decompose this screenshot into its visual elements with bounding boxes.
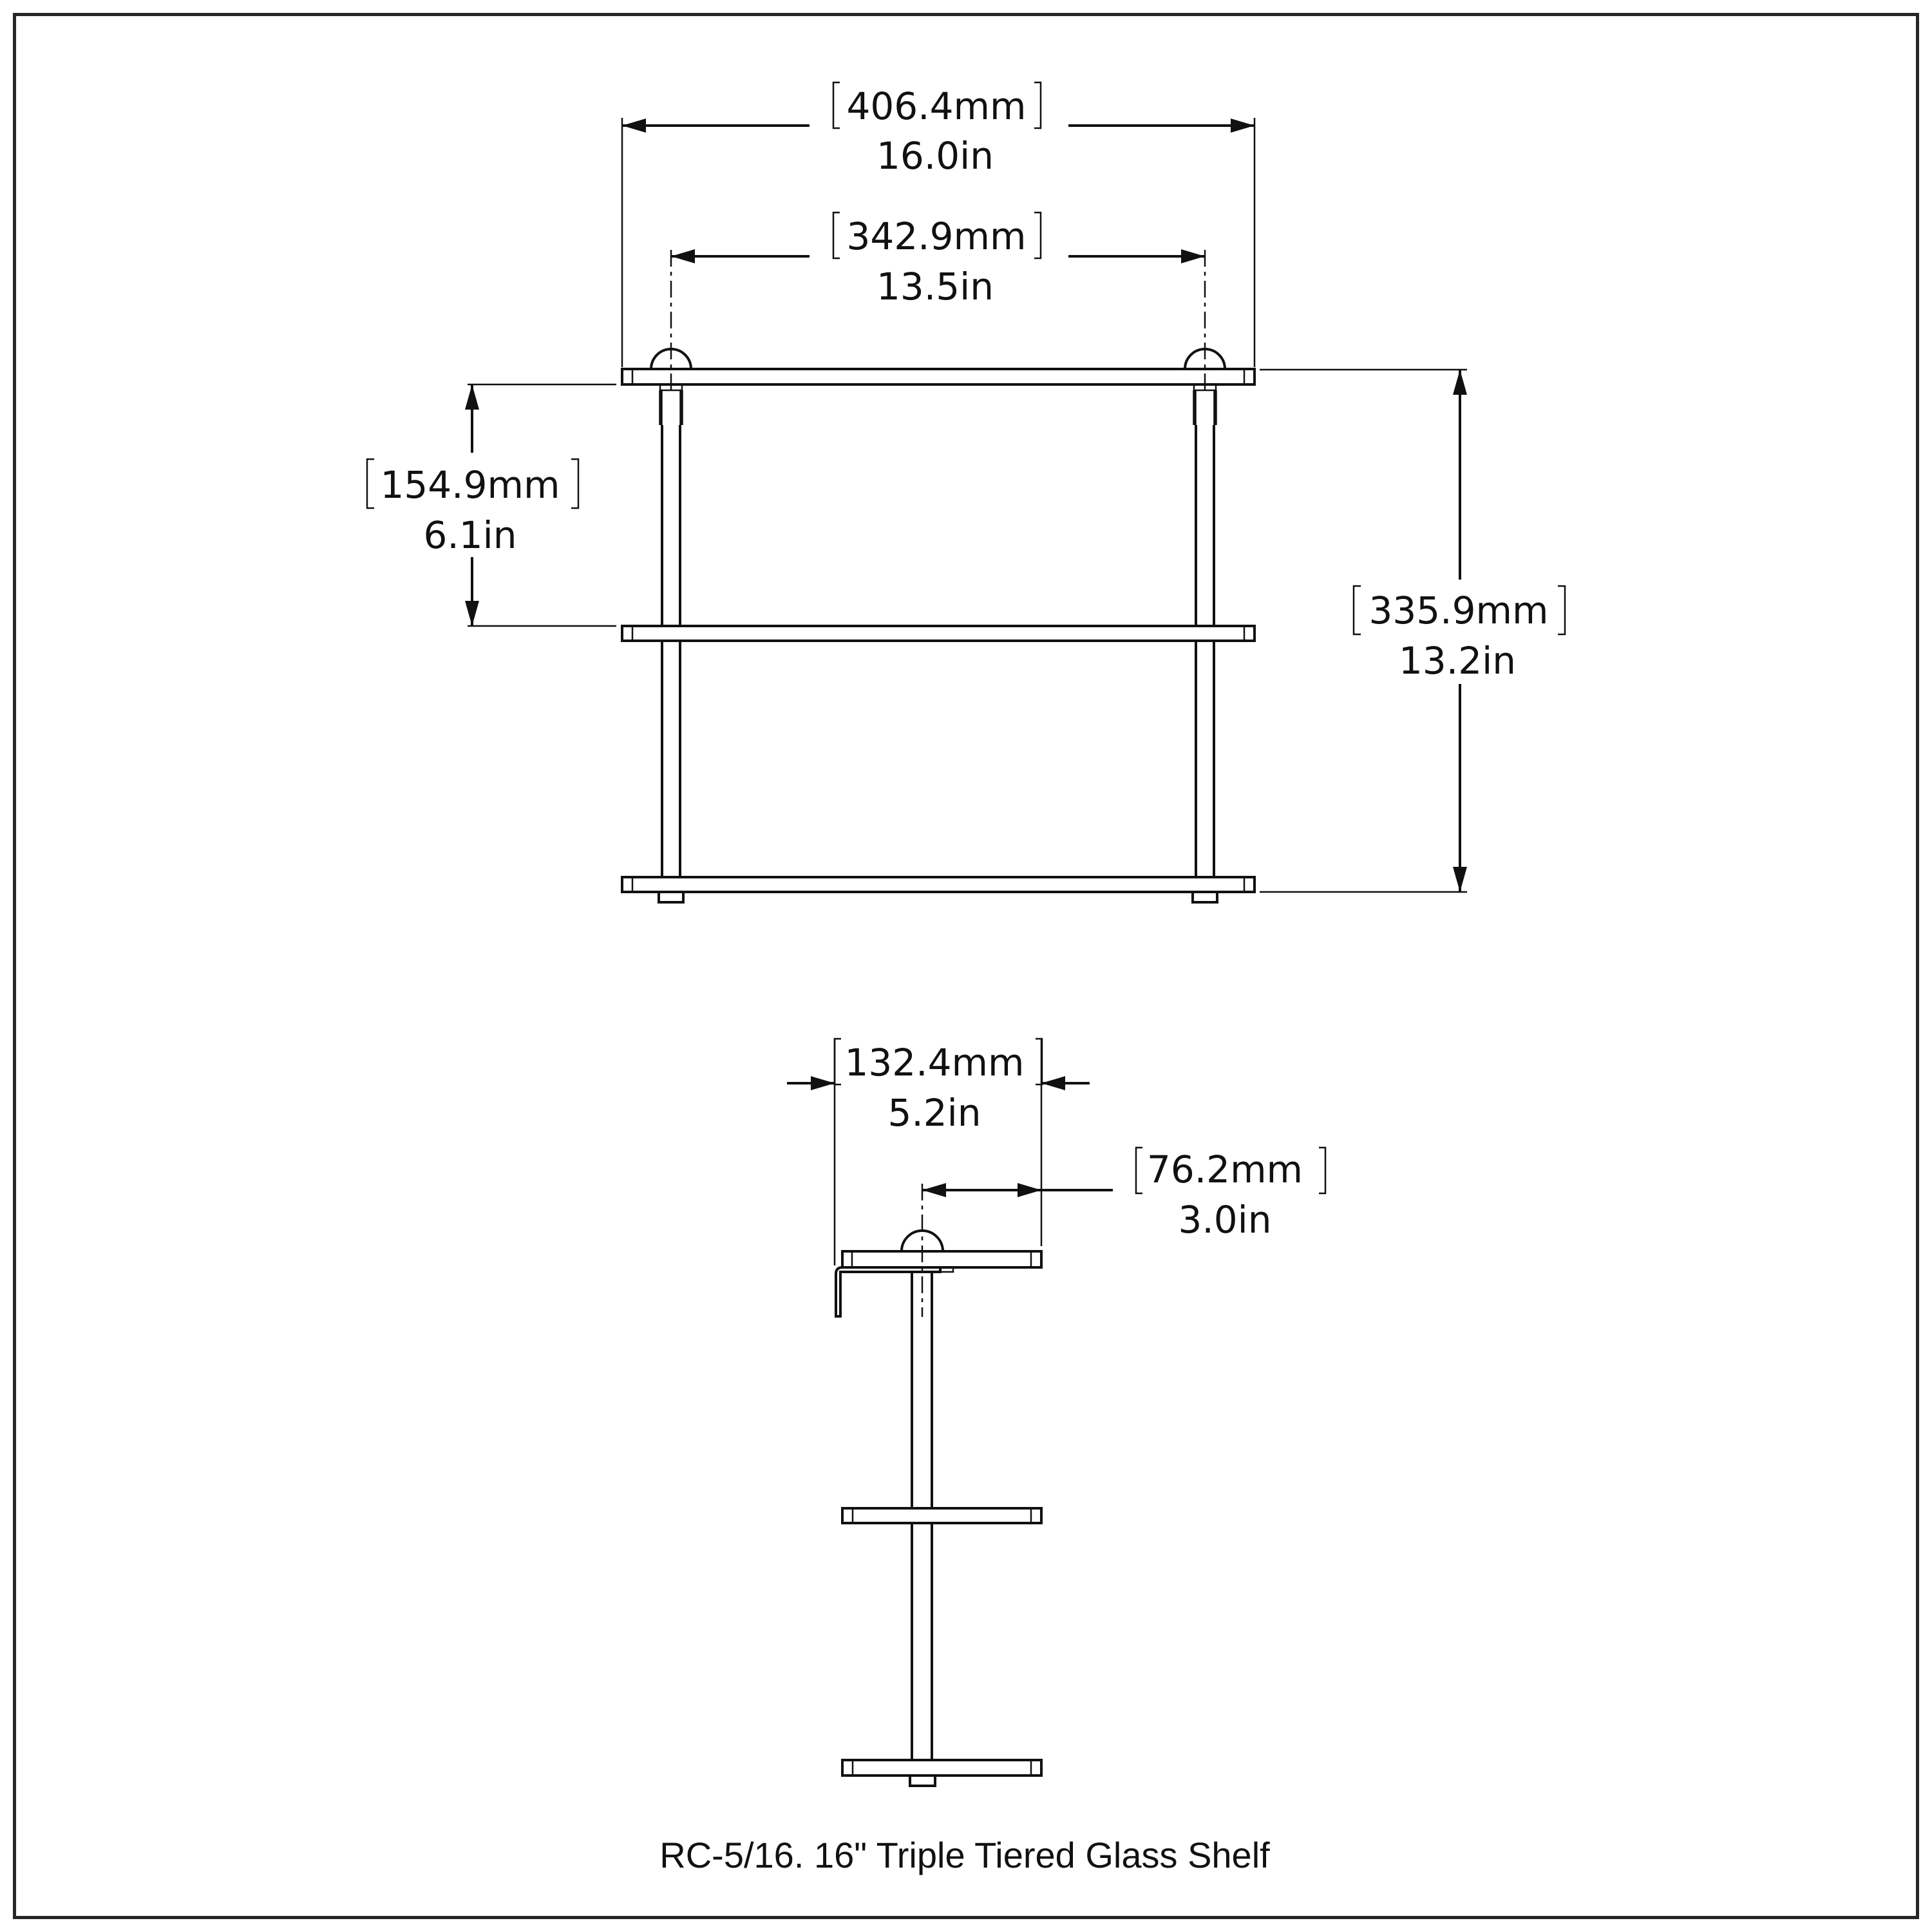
drawing-border <box>13 13 1919 1919</box>
side-shelf-bottom <box>841 1759 1043 1777</box>
overall-height-mm: 335.9mm <box>1368 589 1548 632</box>
drawing-caption: RC-5/16. 16" Triple Tiered Glass Shelf <box>659 1835 1270 1875</box>
side-wall-bracket <box>835 1266 954 1318</box>
overall-height-in: 13.2in <box>1399 639 1516 683</box>
front-rod-right <box>1191 383 1218 904</box>
arrowhead-up-icon <box>465 384 479 410</box>
front-shelf-top <box>621 368 1256 386</box>
arrowhead-left-icon <box>622 118 646 133</box>
arrowhead-down-icon <box>465 601 479 626</box>
side-rod <box>909 1272 936 1787</box>
mount-spacing-in: 13.5in <box>876 265 994 308</box>
overall-depth-mm: 132.4mm <box>844 1041 1024 1084</box>
arrowhead-left-icon <box>671 249 695 263</box>
dimension-mount-spacing: 342.9mm 13.5in <box>670 211 1206 393</box>
overall-width-mm: 406.4mm <box>846 84 1026 128</box>
front-shelf-bottom <box>621 876 1256 893</box>
arrowhead-down-icon <box>1453 867 1467 892</box>
rod-to-front-in: 3.0in <box>1178 1198 1271 1242</box>
overall-depth-in: 5.2in <box>887 1091 981 1135</box>
side-shelf-middle <box>841 1507 1043 1524</box>
tier-spacing-mm: 154.9mm <box>380 463 560 507</box>
wall-mount-dome-left <box>650 348 692 370</box>
arrowhead-right-icon <box>811 1076 835 1090</box>
side-wall-mount-dome <box>900 1229 944 1252</box>
front-shelf-middle <box>621 625 1256 642</box>
tier-spacing-in: 6.1in <box>423 513 516 557</box>
dimension-overall-width: 406.4mm 16.0in <box>621 81 1256 367</box>
mount-spacing-mm: 342.9mm <box>846 214 1026 258</box>
arrowhead-left-icon <box>1041 1076 1065 1090</box>
arrowhead-right-icon <box>1181 249 1205 263</box>
front-rod-left <box>658 383 685 904</box>
dimension-tier-spacing: 154.9mm 6.1in <box>366 383 616 627</box>
front-view: 406.4mm 16.0in 342.9mm 13.5in <box>366 81 1566 904</box>
arrowhead-up-icon <box>1453 370 1467 395</box>
side-view: 132.4mm 5.2in 76.2mm 3.0in <box>787 1037 1327 1787</box>
dimension-rod-to-front: 76.2mm 3.0in <box>921 1146 1327 1317</box>
wall-mount-dome-right <box>1184 348 1226 370</box>
arrowhead-left-icon <box>922 1183 946 1197</box>
rod-to-front-mm: 76.2mm <box>1147 1148 1303 1191</box>
overall-width-in: 16.0in <box>876 134 994 178</box>
arrowhead-right-icon <box>1231 118 1255 133</box>
arrowhead-right-icon <box>1018 1183 1041 1197</box>
dimension-overall-depth: 132.4mm 5.2in <box>787 1037 1090 1265</box>
dimension-overall-height: 335.9mm 13.2in <box>1260 368 1566 893</box>
